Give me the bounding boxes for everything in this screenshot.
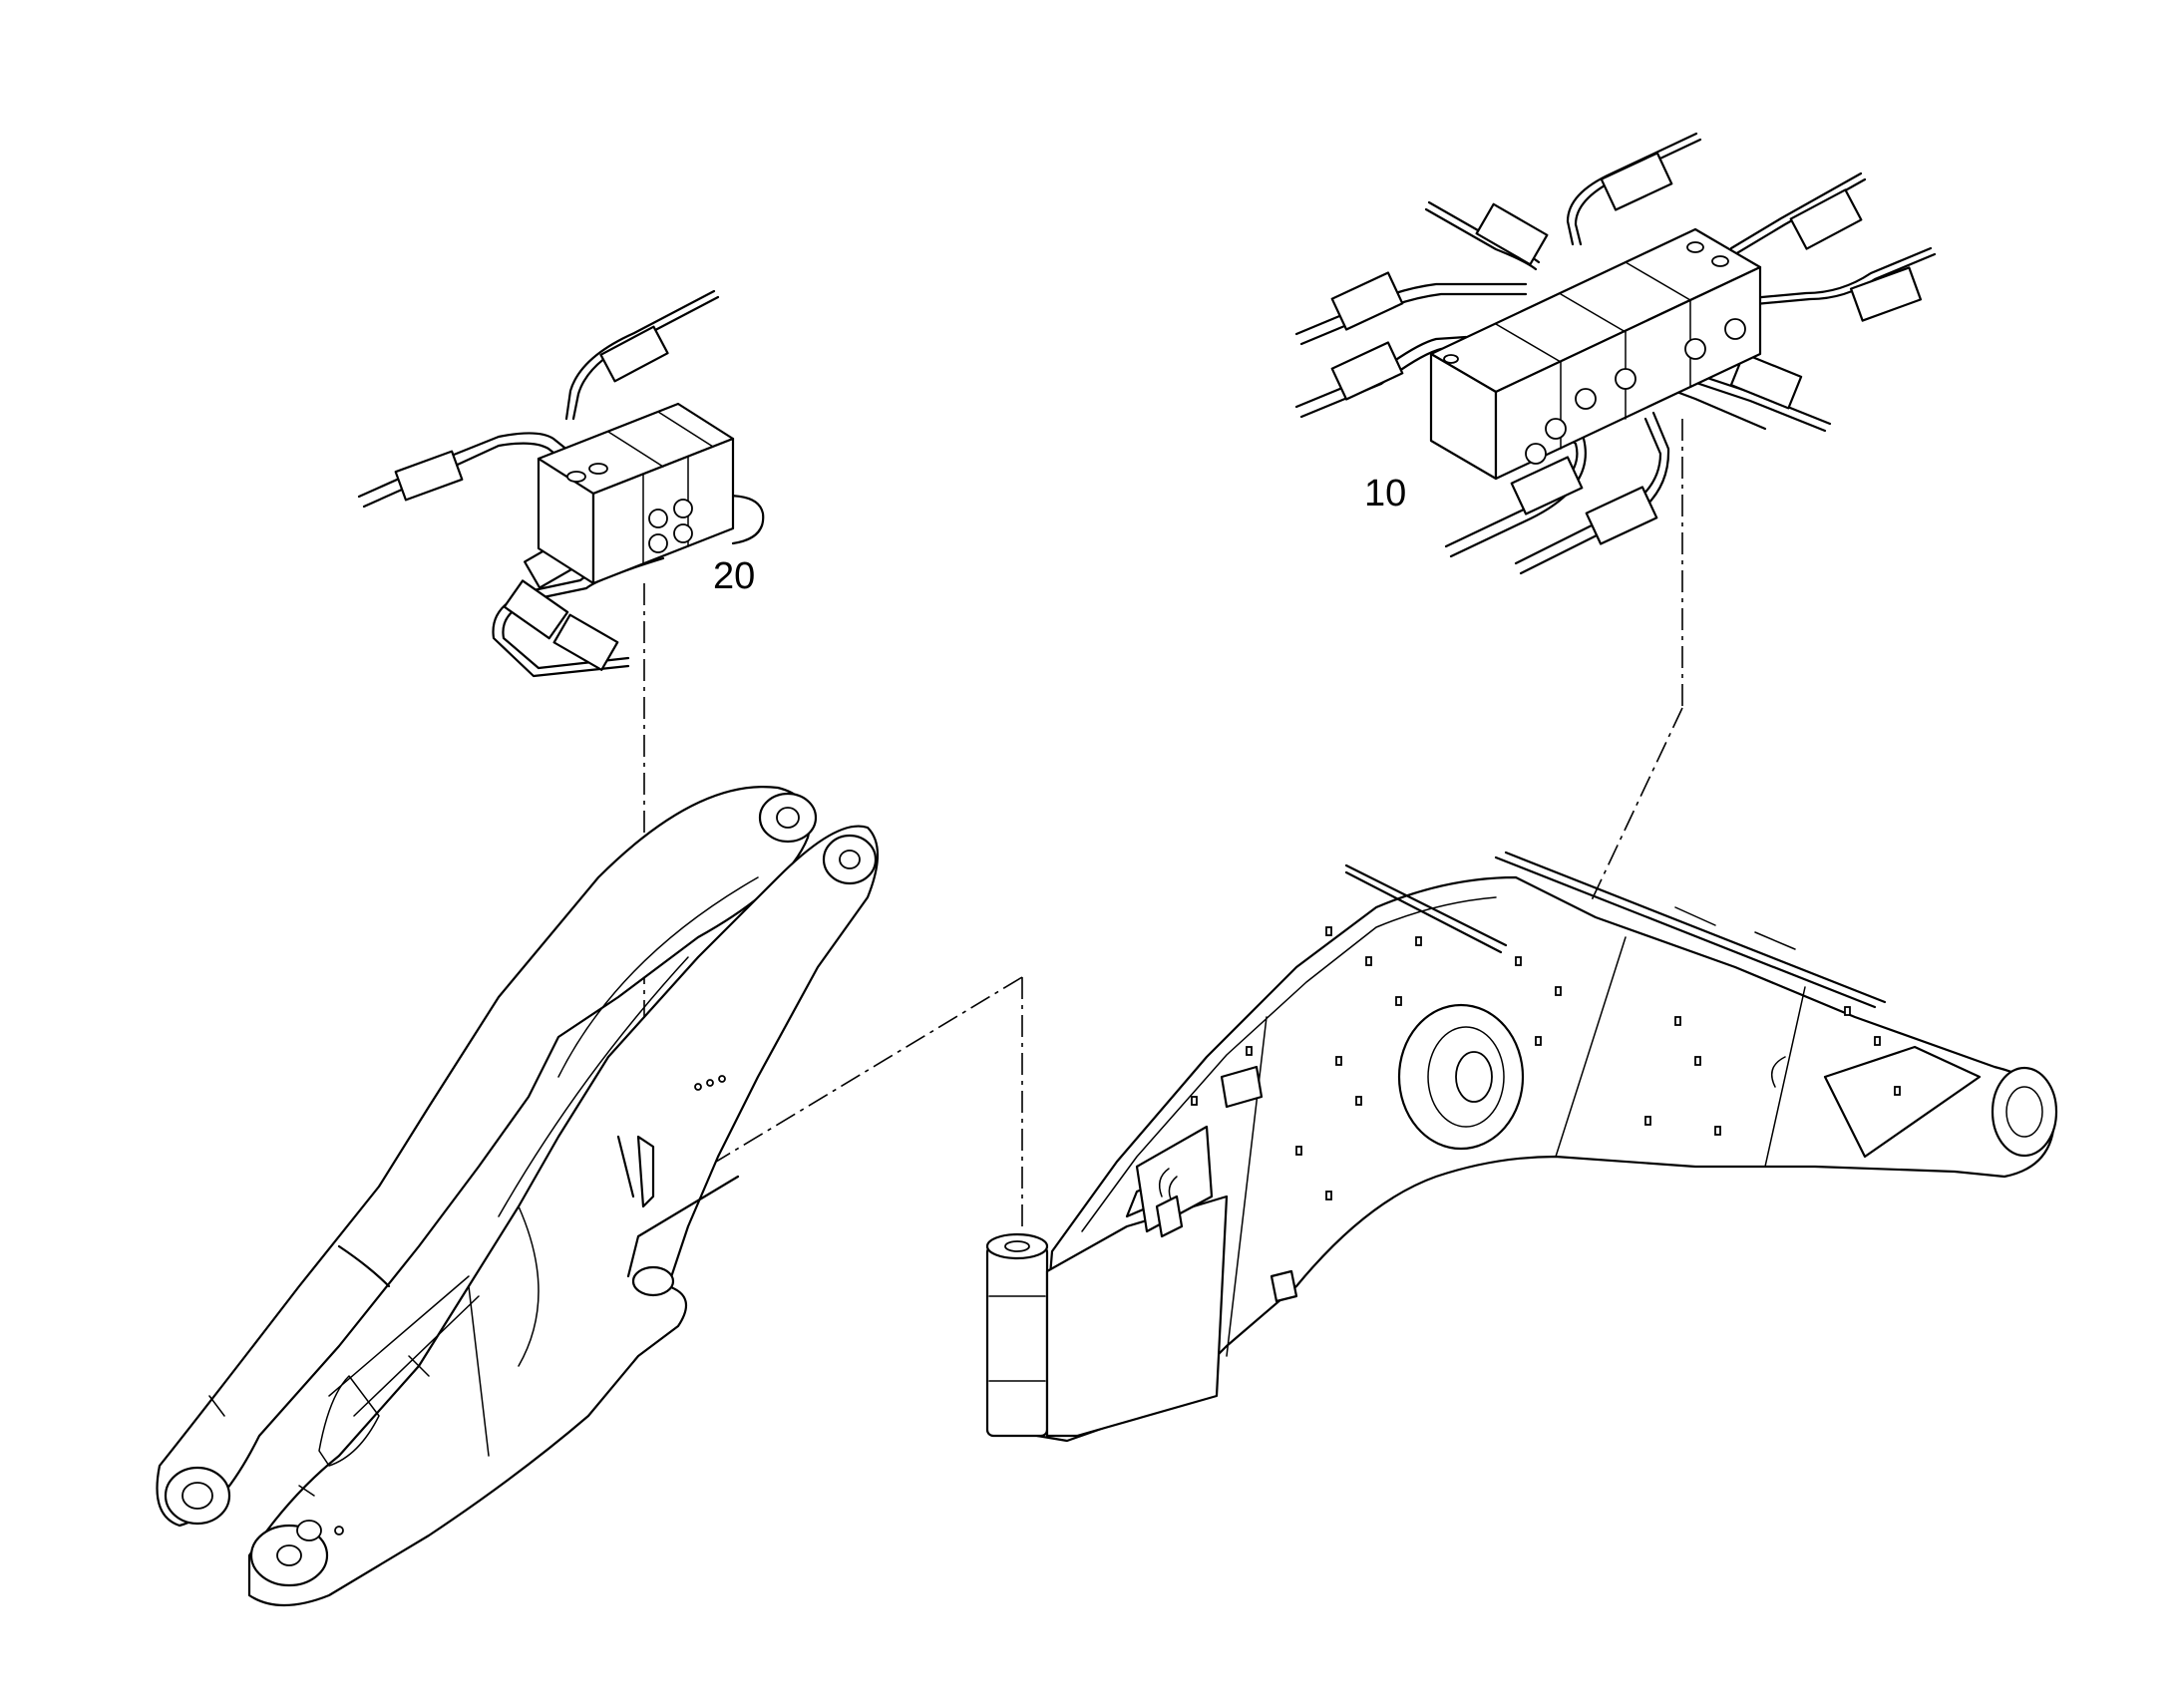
- valve-block-small: 20: [357, 289, 765, 678]
- boom-slots: [1191, 926, 1901, 1200]
- valve-block-large: 10: [1294, 132, 1937, 575]
- callout-10: 10: [1364, 473, 1406, 514]
- callout-20: 20: [713, 555, 755, 597]
- valve-block-body-large: [1429, 227, 1762, 481]
- arm-left: [156, 786, 879, 1607]
- valve-block-body-small: [537, 402, 735, 585]
- boom-right: [985, 851, 2058, 1443]
- fittings-large: [1330, 152, 1923, 545]
